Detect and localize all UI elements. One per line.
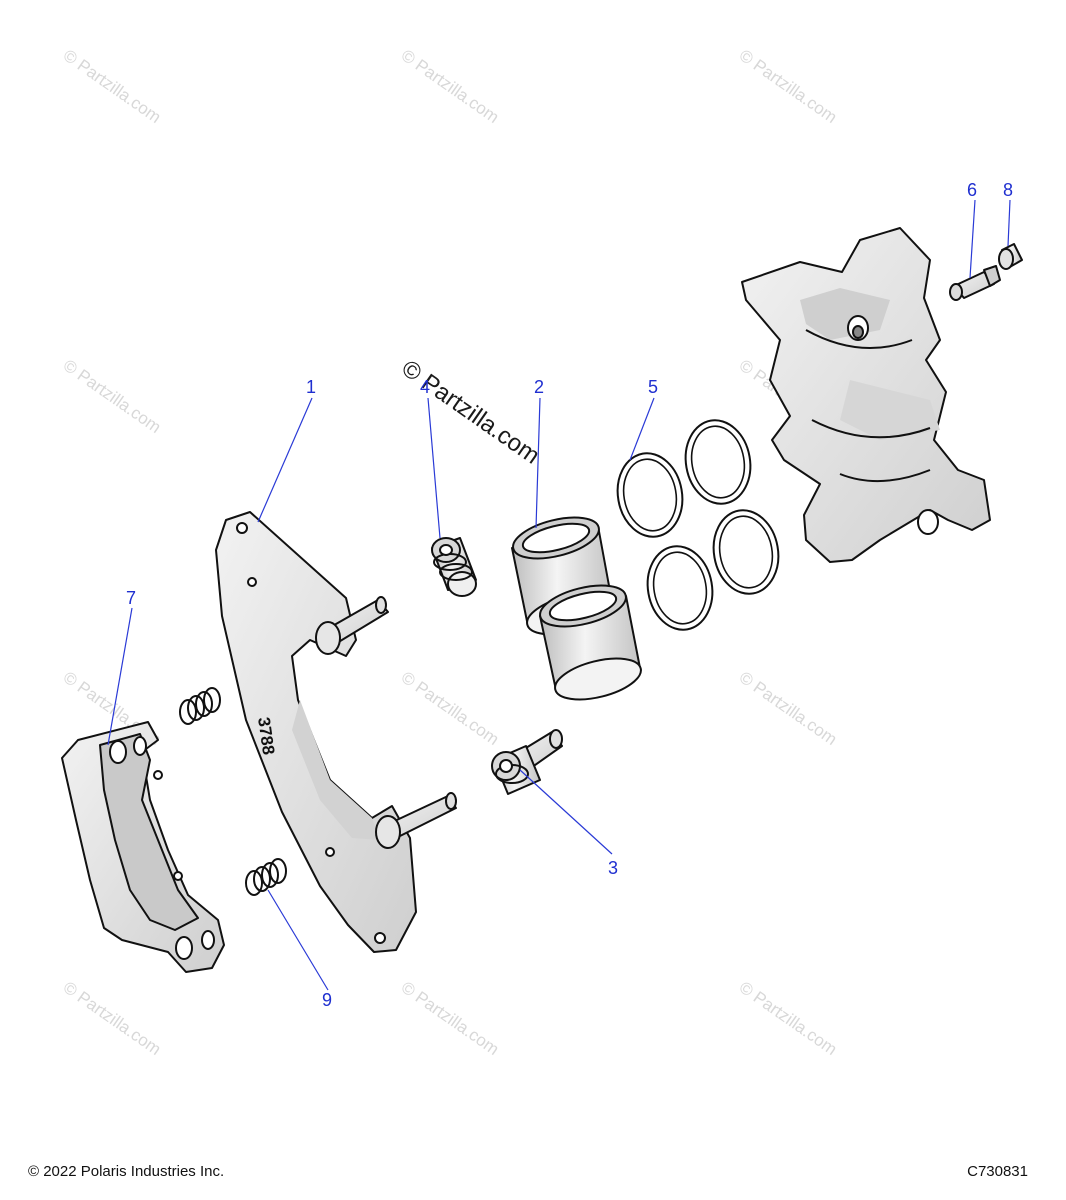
callout-9: 9 bbox=[322, 990, 332, 1010]
watermark: © Partzilla.com bbox=[60, 978, 165, 1059]
copyright-notice: © 2022 Polaris Industries Inc. bbox=[28, 1163, 225, 1180]
watermark: © Partzilla.com bbox=[398, 978, 503, 1059]
callout-4: 4 bbox=[420, 377, 430, 397]
caliper-housing bbox=[741, 227, 991, 563]
piston-lower bbox=[539, 584, 642, 701]
piston-seal bbox=[646, 545, 714, 631]
watermark: © Partzilla.com bbox=[398, 46, 503, 127]
piston-seal bbox=[712, 509, 780, 595]
drawing-code: C730831 bbox=[967, 1163, 1028, 1180]
watermark: © Partzilla.com bbox=[398, 668, 503, 749]
slide-pin bbox=[491, 729, 563, 795]
callout-labels: 1 2 3 4 5 6 7 8 9 bbox=[126, 180, 1013, 1010]
watermark: © Partzilla.com bbox=[736, 46, 841, 127]
piston-seal bbox=[616, 452, 684, 538]
watermark: © Partzilla.com bbox=[60, 46, 165, 127]
watermark: © Partzilla.com bbox=[736, 668, 841, 749]
spring-upper bbox=[179, 687, 221, 725]
callout-6: 6 bbox=[967, 180, 977, 200]
pin-boot-seal bbox=[431, 537, 477, 597]
watermark: © Partzilla.com bbox=[60, 356, 165, 437]
callout-3: 3 bbox=[608, 858, 618, 878]
bleeder-cap bbox=[998, 243, 1023, 270]
bleeder-screw bbox=[949, 265, 1001, 301]
caliper-bracket: 3788 bbox=[215, 511, 457, 953]
callout-5: 5 bbox=[648, 377, 658, 397]
callout-7: 7 bbox=[126, 588, 136, 608]
callout-8: 8 bbox=[1003, 180, 1013, 200]
spring-lower bbox=[245, 858, 287, 896]
leader-lines bbox=[107, 199, 1011, 991]
callout-1: 1 bbox=[306, 377, 316, 397]
piston-seal bbox=[684, 419, 752, 505]
watermark: © Partzilla.com bbox=[736, 978, 841, 1059]
brake-pad bbox=[61, 721, 225, 973]
watermark-center: © Partzilla.com bbox=[397, 355, 545, 470]
callout-2: 2 bbox=[534, 377, 544, 397]
